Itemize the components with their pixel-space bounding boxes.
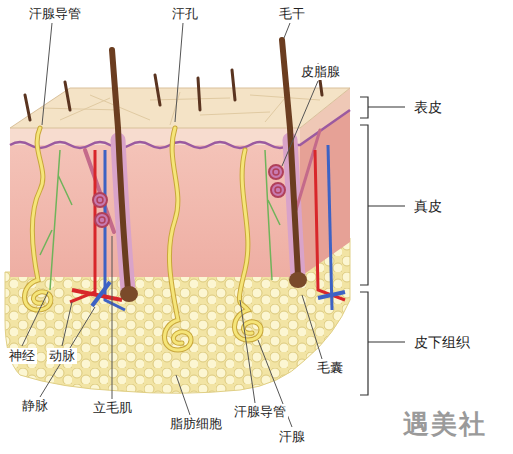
part-label: 动脉 [47, 348, 77, 364]
part-label: 汗腺导管 [27, 6, 83, 22]
layer-label: 真皮 [412, 198, 444, 215]
part-label: 立毛肌 [91, 400, 134, 416]
part-label: 毛干 [277, 6, 307, 22]
layer-label: 皮下组织 [412, 334, 472, 351]
part-label: 汗腺导管 [232, 404, 288, 420]
watermark: 遇美社 [401, 409, 489, 440]
part-label: 毛囊 [315, 360, 345, 376]
part-label: 静脉 [20, 398, 50, 414]
layer-label: 表皮 [412, 99, 444, 116]
part-label: 汗孔 [170, 6, 200, 22]
part-label: 神经 [7, 348, 37, 364]
part-label: 汗腺 [277, 429, 307, 445]
part-label: 脂肪细胞 [168, 416, 224, 432]
part-label: 皮脂腺 [299, 64, 342, 80]
